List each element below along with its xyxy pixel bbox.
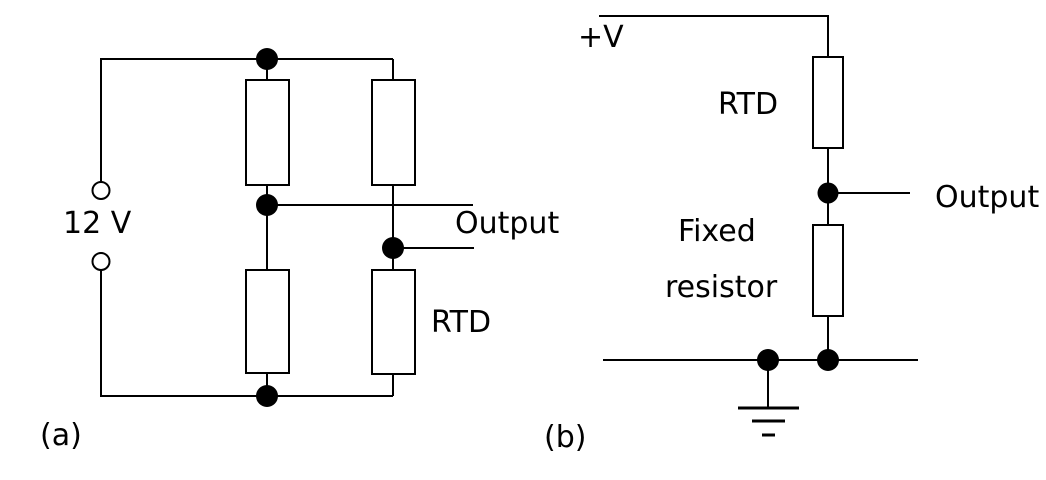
b-divider-bottom-junction-dot — [817, 349, 839, 371]
b-ground-junction-dot — [757, 349, 779, 371]
a-resistor-lower-left — [245, 269, 290, 374]
a-resistor-upper-right — [371, 79, 416, 186]
b-fixed-resistor-label-line2: resistor — [665, 270, 778, 305]
b-ground-symbol — [738, 406, 799, 437]
a-resistor-upper-left — [245, 79, 290, 186]
a-panel-caption: (a) — [40, 418, 82, 453]
a-rtd-tap-junction-dot — [382, 237, 404, 259]
a-bottom-junction-dot — [256, 385, 278, 407]
a-top-junction-dot — [256, 48, 278, 70]
panel-a-bridge-circuit: 12 V Output RTD (a) — [40, 48, 559, 453]
b-output-junction-dot — [817, 182, 839, 204]
a-output-label: Output — [455, 206, 559, 241]
b-supply-label: +V — [578, 20, 624, 55]
b-output-label: Output — [935, 180, 1039, 215]
b-rtd-resistor — [812, 56, 844, 149]
panel-b-divider-circuit: +V RTD Output Fixed resistor (b) — [544, 15, 1039, 455]
a-supply-terminal-top-circle — [91, 181, 111, 200]
b-panel-caption: (b) — [544, 420, 586, 455]
a-rtd-resistor — [371, 269, 416, 375]
b-rtd-label: RTD — [718, 87, 778, 122]
b-fixed-resistor — [812, 224, 844, 317]
a-rtd-label: RTD — [431, 305, 491, 340]
b-fixed-resistor-label-line1: Fixed — [678, 214, 756, 249]
a-supply-terminal-bottom-circle — [91, 252, 111, 271]
a-supply-voltage-label: 12 V — [63, 206, 132, 241]
a-middle-junction-dot — [256, 194, 278, 216]
